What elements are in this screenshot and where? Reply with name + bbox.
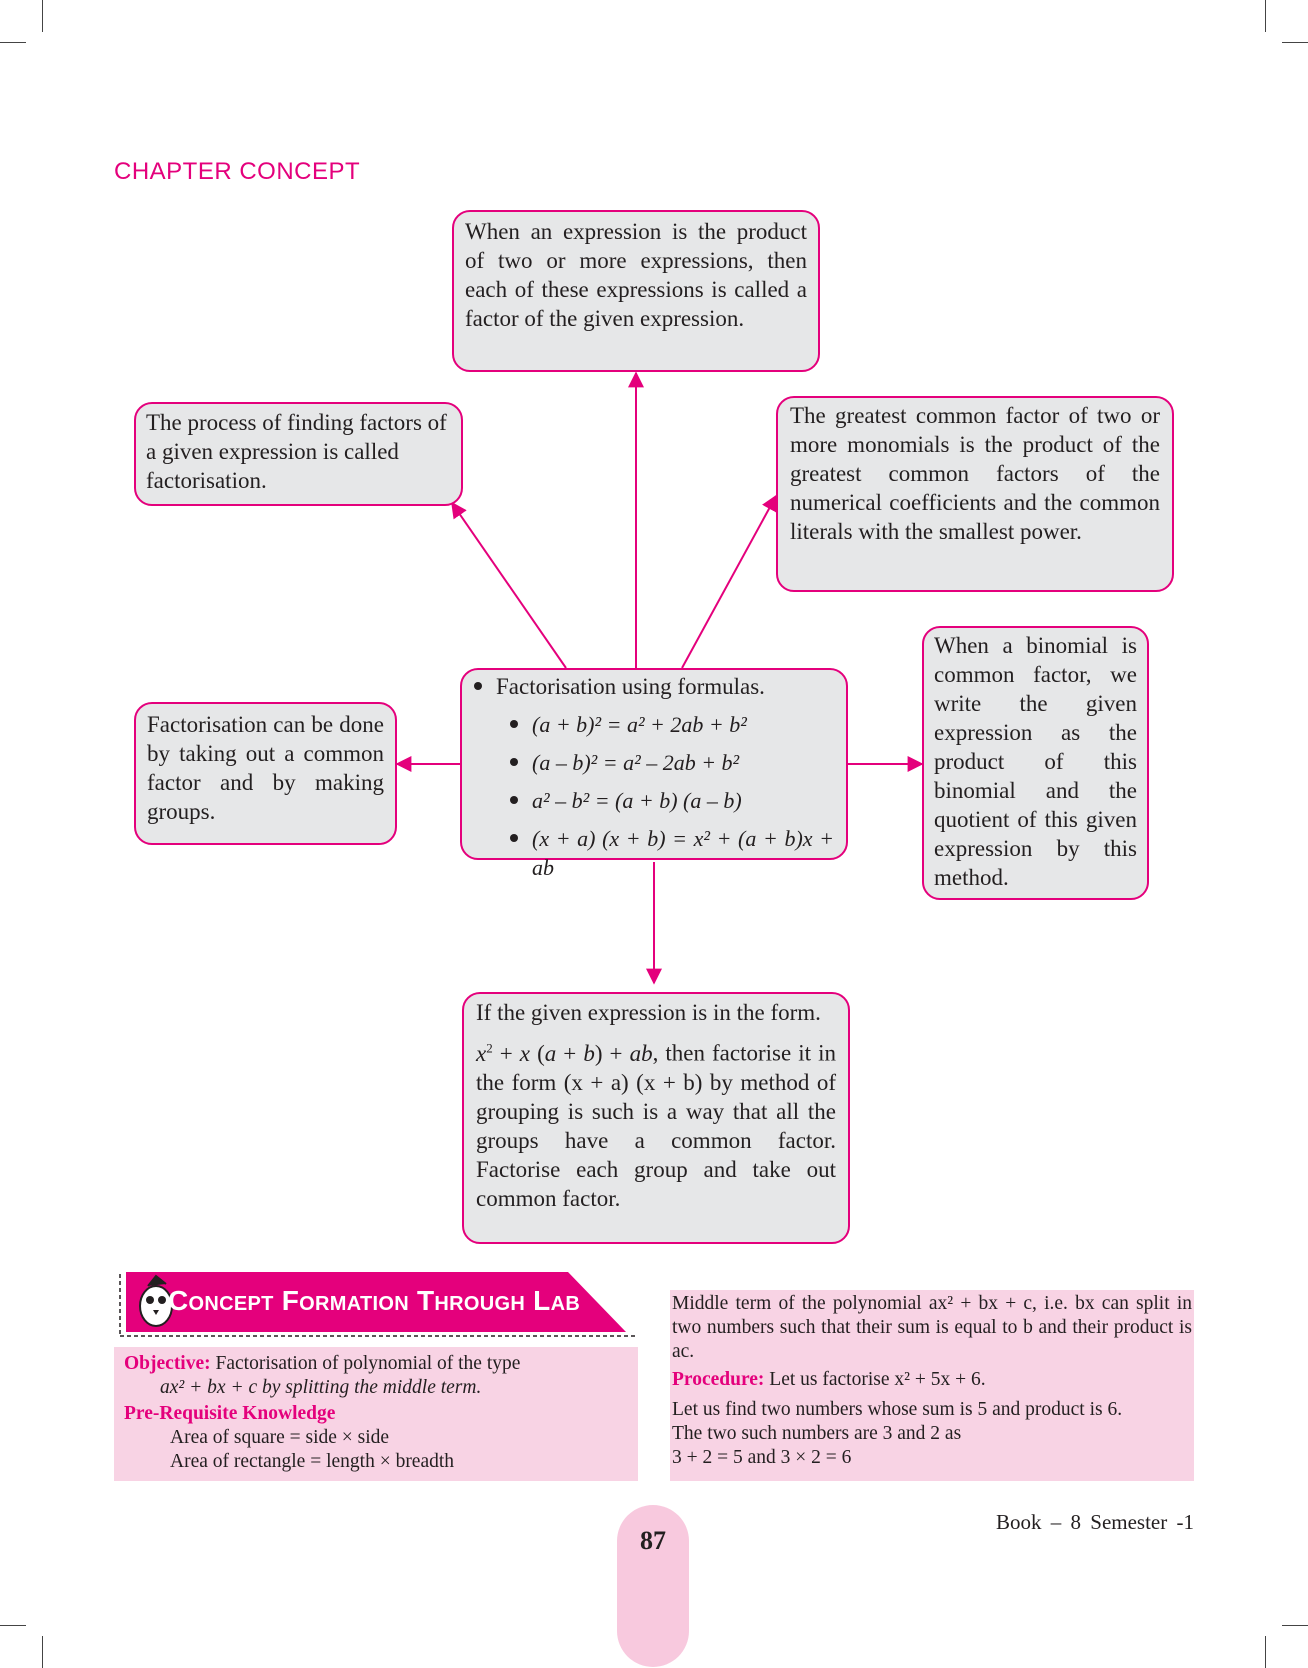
formulas-heading: Factorisation using formulas. [496, 674, 765, 699]
middle-term-text: Middle term of the polynomial ax² + bx +… [672, 1293, 1192, 1362]
prereq-item: Area of rectangle = length × breadth [170, 1451, 455, 1472]
lab-banner-title: Concept Formation Through Lab [168, 1285, 581, 1316]
grouping-intro-text: If the given expression is in the form. [476, 1000, 821, 1025]
bullet-icon [510, 796, 518, 804]
prereq-item: Area of square = side × side [170, 1427, 390, 1448]
crop-mark [1265, 0, 1266, 32]
grouping-tail-text: , then factorise it in the form (x + a) … [476, 1040, 836, 1211]
lab-banner [119, 1272, 638, 1337]
objective-panel: Objective: Factorisation of polynomial o… [114, 1347, 638, 1481]
arrow-up-right [681, 494, 777, 669]
crop-mark [0, 1625, 26, 1626]
crop-mark [42, 0, 43, 32]
factorisation-definition-text: The process of finding factors of a give… [146, 410, 447, 493]
crop-mark [42, 1636, 43, 1668]
grouping-expression: x2 + x (a + b) + ab [476, 1040, 653, 1066]
binomial-factor-text: When a binomial is common factor, we wri… [934, 633, 1137, 890]
factor-definition-text: When an expression is the product of two… [465, 219, 807, 331]
objective-text: Factorisation of polynomial of the type [215, 1353, 521, 1374]
formula-item: (a + b)² = a² + 2ab + b² [532, 712, 747, 737]
page-number-tab [617, 1505, 689, 1667]
crop-mark [1265, 1636, 1266, 1668]
owl-icon [139, 1274, 173, 1327]
chapter-heading: CHAPTER CONCEPT [114, 158, 361, 185]
bullet-icon [474, 682, 482, 690]
procedure-panel: Middle term of the polynomial ax² + bx +… [670, 1290, 1194, 1481]
grouping-method-box: If the given expression is in the form. … [462, 992, 850, 1244]
prereq-label: Pre-Requisite Knowledge [124, 1403, 336, 1424]
objective-label: Objective: [124, 1353, 211, 1374]
crop-mark [1282, 1625, 1308, 1626]
step-line: The two such numbers are 3 and 2 as [672, 1423, 962, 1444]
formula-item: (a – b)² = a² – 2ab + b² [532, 750, 740, 775]
step-line: 3 + 2 = 5 and 3 × 2 = 6 [672, 1447, 852, 1468]
procedure-label: Procedure: [672, 1369, 765, 1390]
crop-mark [0, 42, 26, 43]
formulas-box: Factorisation using formulas. (a + b)² =… [460, 668, 848, 880]
procedure-text: Let us factorise x² + 5x + 6. [769, 1369, 986, 1390]
bullet-icon [510, 834, 518, 842]
step-line: Let us find two numbers whose sum is 5 a… [672, 1399, 1123, 1420]
formula-item: (x + a) (x + b) = x² + (a + b)x + ab [532, 826, 834, 880]
factor-definition-box: When an expression is the product of two… [452, 210, 820, 372]
objective-line2: ax² + bx + c by splitting the middle ter… [160, 1377, 482, 1398]
crop-mark [1282, 42, 1308, 43]
gcf-definition-text: The greatest common factor of two or mor… [790, 403, 1160, 544]
arrow-up-left [451, 501, 567, 669]
binomial-factor-box: When a binomial is common factor, we wri… [922, 626, 1149, 900]
bullet-icon [510, 758, 518, 766]
common-factor-method-text: Factorisation can be done by taking out … [147, 712, 384, 824]
book-info: Book – 8 Semester -1 [996, 1510, 1194, 1534]
page-number: 87 [640, 1526, 666, 1555]
gcf-definition-box: The greatest common factor of two or mor… [776, 396, 1174, 592]
factorisation-definition-box: The process of finding factors of a give… [134, 402, 463, 506]
formula-item: a² – b² = (a + b) (a – b) [532, 788, 742, 813]
bullet-icon [510, 720, 518, 728]
common-factor-method-box: Factorisation can be done by taking out … [134, 702, 397, 845]
